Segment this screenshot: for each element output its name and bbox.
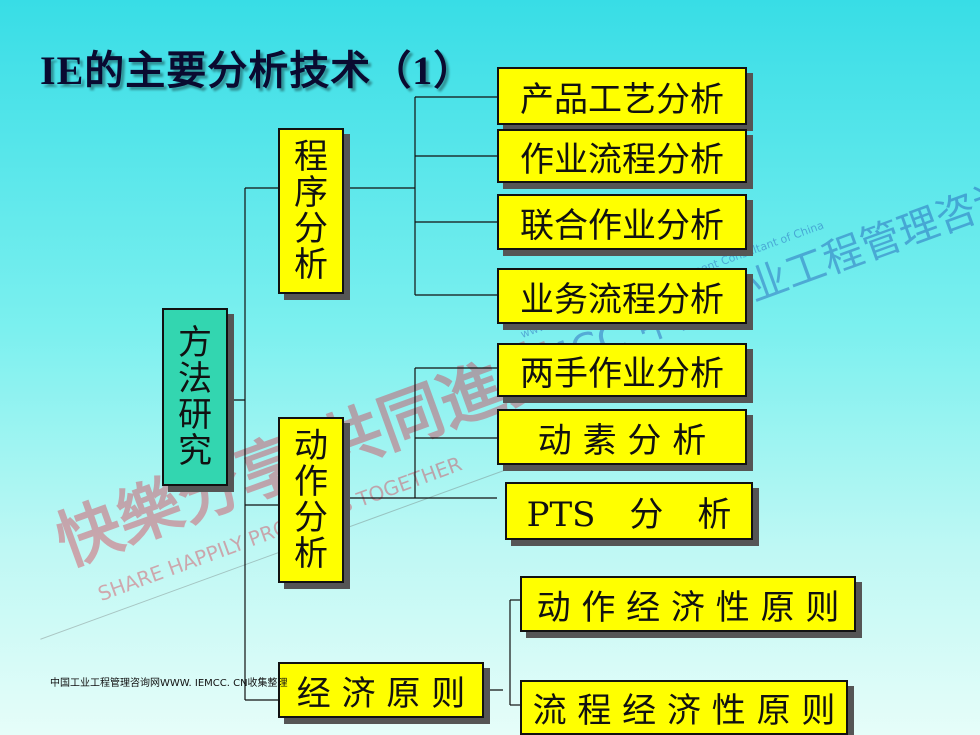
node-program-analysis: 程 序 分 析 (278, 128, 344, 294)
footer-credit: 中国工业工程管理咨询网WWW. IEMCC. CN收集整理 (50, 678, 288, 689)
leaf-flow-economy-principle: 流 程 经 济 性 原 则 (520, 680, 848, 735)
root-char: 研 (178, 395, 212, 435)
leaf-operation-flow-analysis: 作业流程分析 (497, 129, 747, 183)
node-char: 程 (294, 137, 328, 177)
leaf-business-flow-analysis: 业务流程分析 (497, 268, 747, 324)
node-char: 动 (294, 426, 328, 466)
leaf-motion-economy-principle: 动 作 经 济 性 原 则 (520, 576, 856, 632)
leaf-product-process-analysis: 产品工艺分析 (497, 67, 747, 125)
root-char: 法 (178, 359, 212, 399)
node-char: 分 (294, 498, 328, 538)
node-char: 析 (294, 534, 328, 574)
node-char: 序 (294, 173, 328, 213)
leaf-therblig-analysis: 动 素 分 析 (497, 409, 747, 465)
page-title: IE的主要分析技术（1） (40, 48, 475, 93)
node-motion-analysis: 动 作 分 析 (278, 417, 344, 583)
root-char: 方 (178, 323, 212, 363)
leaf-two-hand-analysis: 两手作业分析 (497, 343, 747, 397)
leaf-joint-operation-analysis: 联合作业分析 (497, 194, 747, 250)
root-char: 究 (178, 431, 212, 471)
node-economy-principle: 经 济 原 则 (278, 662, 484, 718)
node-char: 作 (294, 462, 328, 502)
leaf-pts-analysis: PTS 分 析 (505, 482, 753, 540)
node-char: 析 (294, 245, 328, 285)
root-node-method-study: 方 法 研 究 (162, 308, 228, 486)
node-char: 分 (294, 209, 328, 249)
